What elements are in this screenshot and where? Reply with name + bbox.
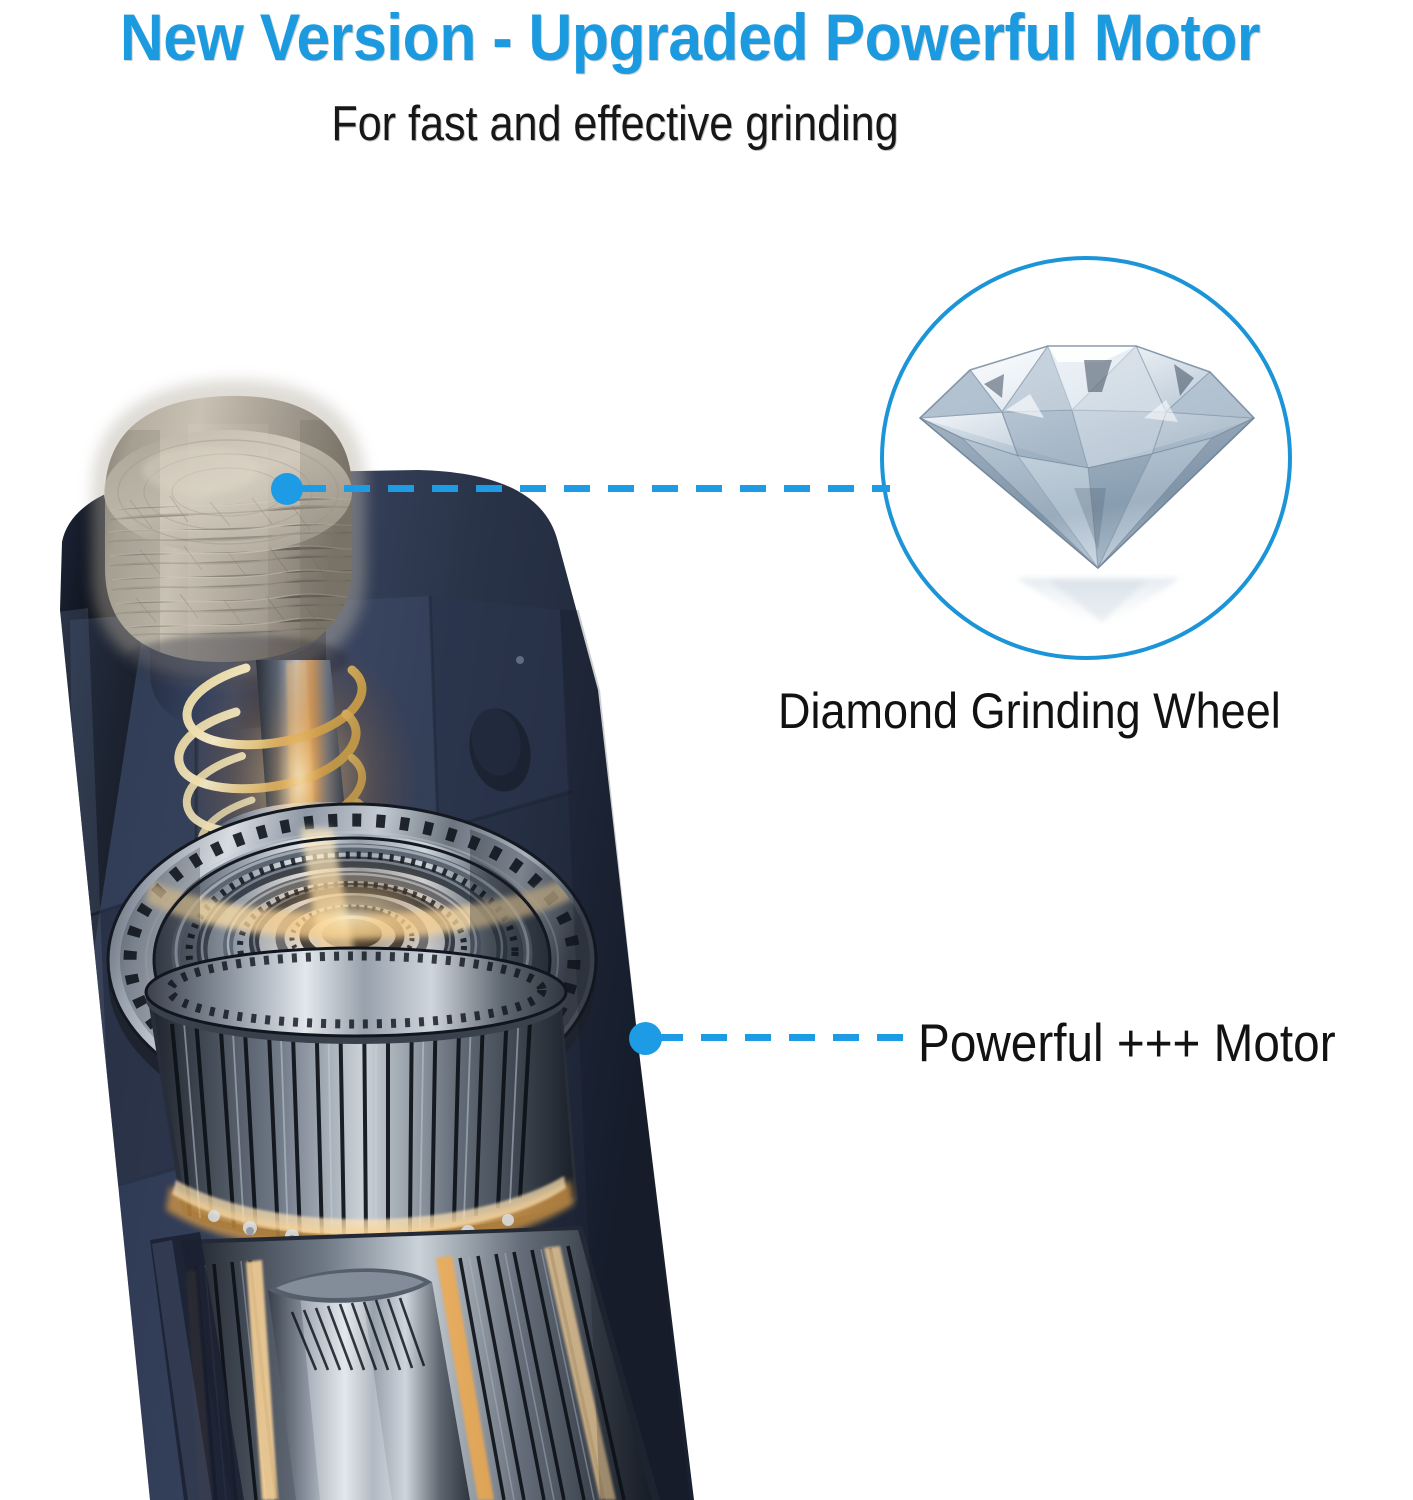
motor-windings (144, 946, 578, 1253)
grinding-wheel (92, 379, 366, 686)
callout-label-powerful-motor: Powerful +++ Motor (918, 1014, 1336, 1073)
product-illustration (60, 379, 694, 1500)
leader-line-diamond (300, 485, 890, 492)
callout-label-diamond-grinding-wheel: Diamond Grinding Wheel (778, 683, 1281, 739)
diamond-callout-circle (880, 256, 1292, 660)
motor-armature (150, 1226, 660, 1500)
page-title: New Version - Upgraded Powerful Motor (119, 0, 1261, 74)
page-subtitle: For fast and effective grinding (331, 97, 899, 151)
leader-line-motor (657, 1034, 907, 1041)
leader-dot-diamond (271, 473, 303, 505)
leader-dot-motor (629, 1022, 662, 1055)
